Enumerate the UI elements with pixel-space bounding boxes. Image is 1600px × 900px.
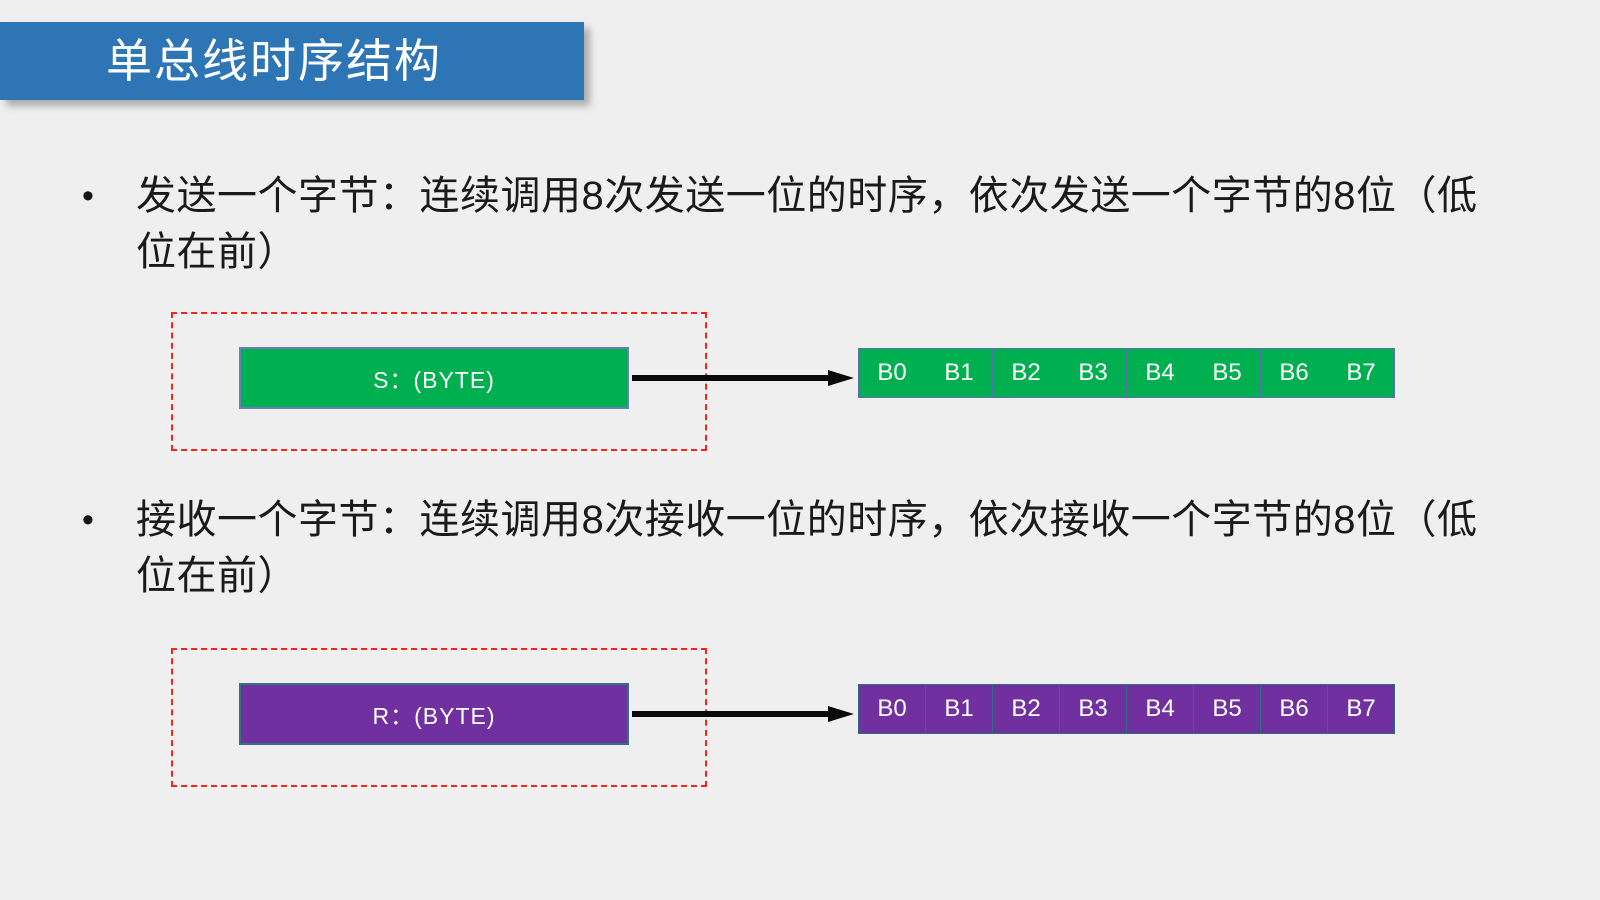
- bit-cell: B5: [1193, 684, 1261, 734]
- bit-cell: B3: [1059, 684, 1127, 734]
- bit-cell: B6: [1260, 348, 1328, 398]
- bit-cell: B2: [992, 684, 1060, 734]
- receive-byte-block-label: R：(BYTE): [372, 703, 496, 729]
- send-byte-block: S：(BYTE): [239, 347, 629, 409]
- bit-cell: B7: [1327, 348, 1395, 398]
- bullet-block-send: • 发送一个字节：连续调用8次发送一位的时序，依次发送一个字节的8位（低位在前）: [78, 168, 1488, 280]
- send-byte-diagram: S：(BYTE) B0 B1 B2 B3 B4 B5 B6 B7: [0, 300, 1600, 500]
- bit-cell: B2: [992, 348, 1060, 398]
- bit-cell: B6: [1260, 684, 1328, 734]
- receive-arrow-icon: [632, 706, 856, 722]
- list-item: • 发送一个字节：连续调用8次发送一位的时序，依次发送一个字节的8位（低位在前）: [78, 168, 1488, 280]
- bullet-marker-icon: •: [82, 501, 94, 539]
- receive-byte-diagram: R：(BYTE) B0 B1 B2 B3 B4 B5 B6 B7: [0, 636, 1600, 836]
- bit-cell: B5: [1193, 348, 1261, 398]
- bit-cell: B3: [1059, 348, 1127, 398]
- bullet-marker-icon: •: [82, 177, 94, 215]
- bit-cell: B7: [1327, 684, 1395, 734]
- arrow-shaft: [632, 711, 832, 717]
- send-bit-row: B0 B1 B2 B3 B4 B5 B6 B7: [858, 348, 1395, 398]
- bit-cell: B1: [925, 684, 993, 734]
- list-item: • 接收一个字节：连续调用8次接收一位的时序，依次接收一个字节的8位（低位在前）: [78, 492, 1488, 604]
- send-byte-block-label: S：(BYTE): [373, 367, 495, 393]
- bit-cell: B0: [858, 348, 926, 398]
- receive-bit-row: B0 B1 B2 B3 B4 B5 B6 B7: [858, 684, 1395, 734]
- dashed-frame-receive: [171, 648, 707, 787]
- bullet-text-receive: 接收一个字节：连续调用8次接收一位的时序，依次接收一个字节的8位（低位在前）: [136, 498, 1478, 598]
- dashed-frame-send: [171, 312, 707, 451]
- bit-cell: B1: [925, 348, 993, 398]
- bit-cell: B0: [858, 684, 926, 734]
- page-title: 单总线时序结构: [106, 35, 442, 87]
- bullet-block-receive: • 接收一个字节：连续调用8次接收一位的时序，依次接收一个字节的8位（低位在前）: [78, 492, 1488, 604]
- bit-cell: B4: [1126, 348, 1194, 398]
- slide-title-banner: 单总线时序结构: [0, 22, 584, 100]
- arrow-shaft: [632, 375, 832, 381]
- arrow-head: [828, 370, 854, 386]
- send-arrow-icon: [632, 370, 856, 386]
- bullet-text-send: 发送一个字节：连续调用8次发送一位的时序，依次发送一个字节的8位（低位在前）: [136, 174, 1478, 274]
- arrow-head: [828, 706, 854, 722]
- bit-cell: B4: [1126, 684, 1194, 734]
- receive-byte-block: R：(BYTE): [239, 683, 629, 745]
